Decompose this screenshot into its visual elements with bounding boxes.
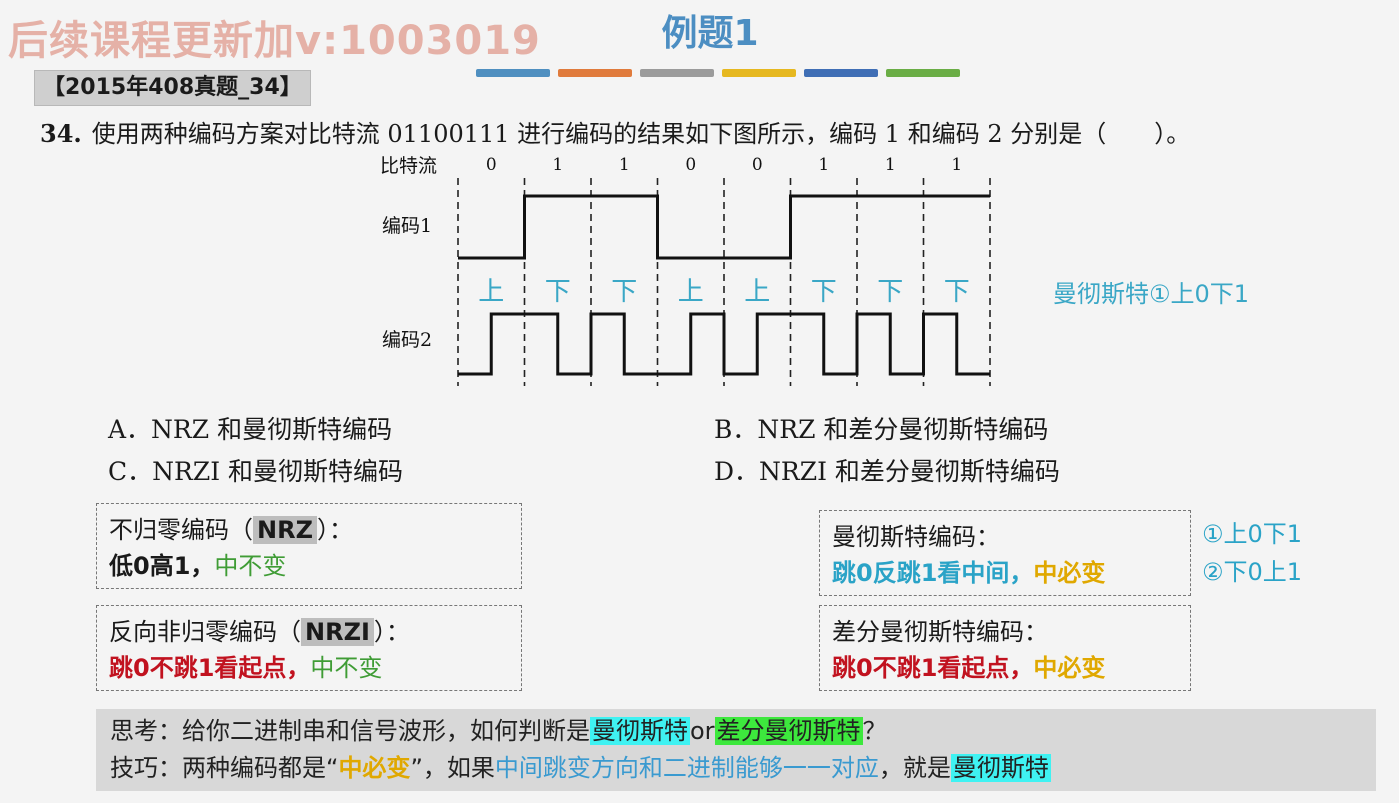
nrz-rule-a: 低0高1， — [109, 552, 215, 580]
option-b: B．NRZ 和差分曼彻斯特编码 — [714, 415, 1049, 444]
option-a: A．NRZ 和曼彻斯特编码 — [108, 415, 393, 444]
bitstream-label: 比特流 — [380, 155, 437, 177]
think-text: 思考：给你二进制串和信号波形，如何判断是 — [110, 717, 590, 745]
transition-direction-label: 上 — [678, 277, 704, 307]
bit-value: 1 — [818, 155, 829, 175]
think-diff-manchester-highlight: 差分曼彻斯特 — [714, 717, 863, 745]
nrz-note-title: 不归零编码（NRZ）： — [109, 512, 509, 548]
code1-label: 编码1 — [382, 215, 432, 237]
bit-value: 0 — [685, 155, 696, 175]
nrzi-tag: NRZI — [301, 618, 374, 646]
nrzi-note-title: 反向非归零编码（NRZI）： — [109, 614, 509, 650]
diff-manchester-rule-b: 中必变 — [1033, 654, 1106, 682]
transition-direction-label: 下 — [944, 277, 970, 307]
nrzi-note-box: 反向非归零编码（NRZI）： 跳0不跳1看起点，中不变 — [96, 605, 522, 691]
bit-value: 1 — [885, 155, 896, 175]
title-color-bar-4 — [722, 69, 796, 77]
bit-value: 1 — [552, 155, 563, 175]
transition-direction-label: 下 — [877, 277, 903, 307]
manchester-note-title: 曼彻斯特编码： — [832, 523, 1000, 551]
nrzi-title-pre: 反向非归零编码（ — [109, 618, 301, 646]
bit-value: 1 — [951, 155, 962, 175]
tip-line: 技巧：两种编码都是“中必变”，如果中间跳变方向和二进制能够一一对应，就是曼彻斯特 — [110, 750, 1362, 787]
transition-direction-label: 下 — [545, 277, 571, 307]
transition-direction-label: 上 — [478, 277, 504, 307]
question-number: 34. — [40, 119, 82, 148]
watermark-text: 后续课程更新加v:1003019 — [8, 18, 541, 64]
think-manchester-highlight: 曼彻斯特 — [590, 717, 690, 745]
transition-direction-label: 下 — [611, 277, 637, 307]
diff-manchester-note-box: 差分曼彻斯特编码： 跳0不跳1看起点，中必变 — [819, 605, 1191, 691]
think-question-mark: ？ — [862, 717, 887, 745]
title-color-bar-3 — [640, 69, 714, 77]
tip-then: ，就是 — [878, 754, 951, 782]
nrz-title-pre: 不归零编码（ — [109, 516, 253, 544]
option-c: C．NRZI 和曼彻斯特编码 — [108, 457, 404, 486]
nrz-note-box: 不归零编码（NRZ）： 低0高1，中不变 — [96, 503, 522, 589]
think-or: or — [690, 717, 715, 745]
nrzi-rule-b: 中不变 — [310, 654, 383, 682]
question-text: 使用两种编码方案对比特流 01100111 进行编码的结果如下图所示，编码 1 … — [91, 120, 1191, 148]
tip-if: ”，如果 — [410, 754, 495, 782]
tip-text: 技巧：两种编码都是“ — [110, 754, 339, 782]
manchester-side-note-1: ①上0下1 — [1202, 520, 1303, 548]
code2-label: 编码2 — [382, 329, 432, 351]
manchester-rule-title: 曼彻斯特①上0下1 — [1053, 280, 1250, 308]
nrz-rule-b: 中不变 — [214, 552, 287, 580]
bit-value: 0 — [486, 155, 497, 175]
manchester-rule-b: 中必变 — [1033, 559, 1106, 587]
source-tag: 【2015年408真题_34】 — [34, 70, 311, 106]
manchester-note-box: 曼彻斯特编码： 跳0反跳1看中间，中必变 — [819, 510, 1191, 596]
title-color-bar-1 — [476, 69, 550, 77]
code1-waveform — [458, 194, 990, 260]
tip-mid-change: 中必变 — [338, 754, 411, 782]
bit-value: 1 — [619, 155, 630, 175]
diff-manchester-note-rule: 跳0不跳1看起点，中必变 — [832, 650, 1178, 686]
title-color-bar-5 — [804, 69, 878, 77]
nrz-note-rule: 低0高1，中不变 — [109, 548, 509, 584]
diff-manchester-rule-a: 跳0不跳1看起点， — [832, 654, 1034, 682]
transition-direction-label: 上 — [744, 277, 770, 307]
title-color-bar-2 — [558, 69, 632, 77]
title-color-bars — [476, 69, 960, 77]
nrz-title-post: ）： — [316, 516, 353, 544]
page-title: 例题1 — [661, 13, 759, 54]
manchester-side-note-2: ②下0上1 — [1202, 558, 1303, 586]
manchester-rule-a: 跳0反跳1看中间， — [832, 559, 1034, 587]
tip-direction-rule: 中间跳变方向和二进制能够一一对应 — [494, 754, 879, 782]
diff-manchester-note-title: 差分曼彻斯特编码： — [832, 618, 1048, 646]
title-color-bar-6 — [886, 69, 960, 77]
question-line: 34. 使用两种编码方案对比特流 01100111 进行编码的结果如下图所示，编码… — [40, 114, 1190, 149]
think-line: 思考：给你二进制串和信号波形，如何判断是曼彻斯特or差分曼彻斯特？ — [110, 713, 1362, 750]
transition-direction-label: 下 — [811, 277, 837, 307]
manchester-note-rule: 跳0反跳1看中间，中必变 — [832, 555, 1178, 591]
bit-value: 0 — [752, 155, 763, 175]
code2-waveform — [458, 312, 990, 376]
nrz-tag: NRZ — [253, 516, 317, 544]
nrzi-title-post: ）： — [373, 618, 410, 646]
nrzi-note-rule: 跳0不跳1看起点，中不变 — [109, 650, 509, 686]
nrzi-rule-a: 跳0不跳1看起点， — [109, 654, 311, 682]
tip-manchester-highlight: 曼彻斯特 — [950, 754, 1051, 782]
option-d: D．NRZI 和差分曼彻斯特编码 — [714, 457, 1060, 486]
think-tip-strip: 思考：给你二进制串和信号波形，如何判断是曼彻斯特or差分曼彻斯特？ 技巧：两种编… — [96, 709, 1376, 791]
